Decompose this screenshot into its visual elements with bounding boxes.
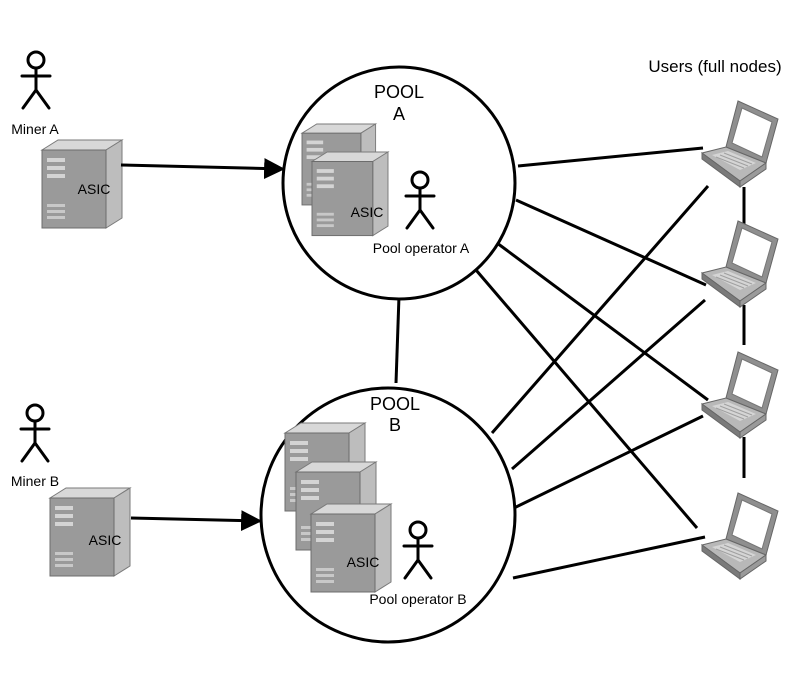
line-pool-a-user4: [474, 269, 699, 529]
pool-b-letter: B: [389, 415, 401, 435]
pool-a: POOL A ASIC Pool operator A: [301, 82, 470, 256]
miner-b: Miner B ASIC: [11, 403, 131, 577]
miner-b-label: Miner B: [11, 473, 59, 489]
miner-a-label: Miner A: [11, 121, 59, 137]
users: [701, 100, 779, 580]
laptop-icon: [701, 492, 779, 580]
pool-operator-b-label: Pool operator B: [369, 591, 466, 607]
users-title: Users (full nodes): [648, 57, 781, 76]
server-icon: [311, 151, 389, 237]
asic-label: ASIC: [78, 181, 111, 197]
line-pool-a-user1: [517, 146, 704, 168]
pool-a-title: POOL: [374, 82, 424, 102]
pool-a-letter: A: [393, 104, 405, 124]
pool-b: POOL B ASIC Pool operator B: [284, 394, 467, 607]
laptop-icon: [701, 100, 779, 188]
line-pool-a-pool-b: [394, 295, 401, 384]
line-pool-a-user3: [496, 241, 709, 402]
pool-operator-a-label: Pool operator A: [373, 240, 470, 256]
line-pool-b-user4: [512, 535, 706, 580]
person-icon: [20, 50, 52, 110]
asic-label: ASIC: [351, 204, 384, 220]
line-pool-a-user2: [515, 198, 707, 287]
laptop-icon: [701, 220, 779, 308]
asic-label: ASIC: [347, 554, 380, 570]
line-pool-b-user2: [511, 298, 706, 471]
server-icon: [310, 503, 392, 593]
line-pool-b-user3: [513, 414, 704, 510]
asic-label: ASIC: [89, 532, 122, 548]
miner-a: Miner A ASIC: [11, 50, 123, 229]
arrow-miner-a-to-pool-a: [120, 158, 286, 180]
arrow-miner-b-to-pool-b: [130, 510, 263, 532]
connection-lines: [394, 146, 746, 580]
line-pool-b-user1: [490, 185, 710, 434]
laptop-icon: [701, 351, 779, 439]
person-icon: [19, 403, 51, 463]
pool-b-title: POOL: [370, 394, 420, 414]
